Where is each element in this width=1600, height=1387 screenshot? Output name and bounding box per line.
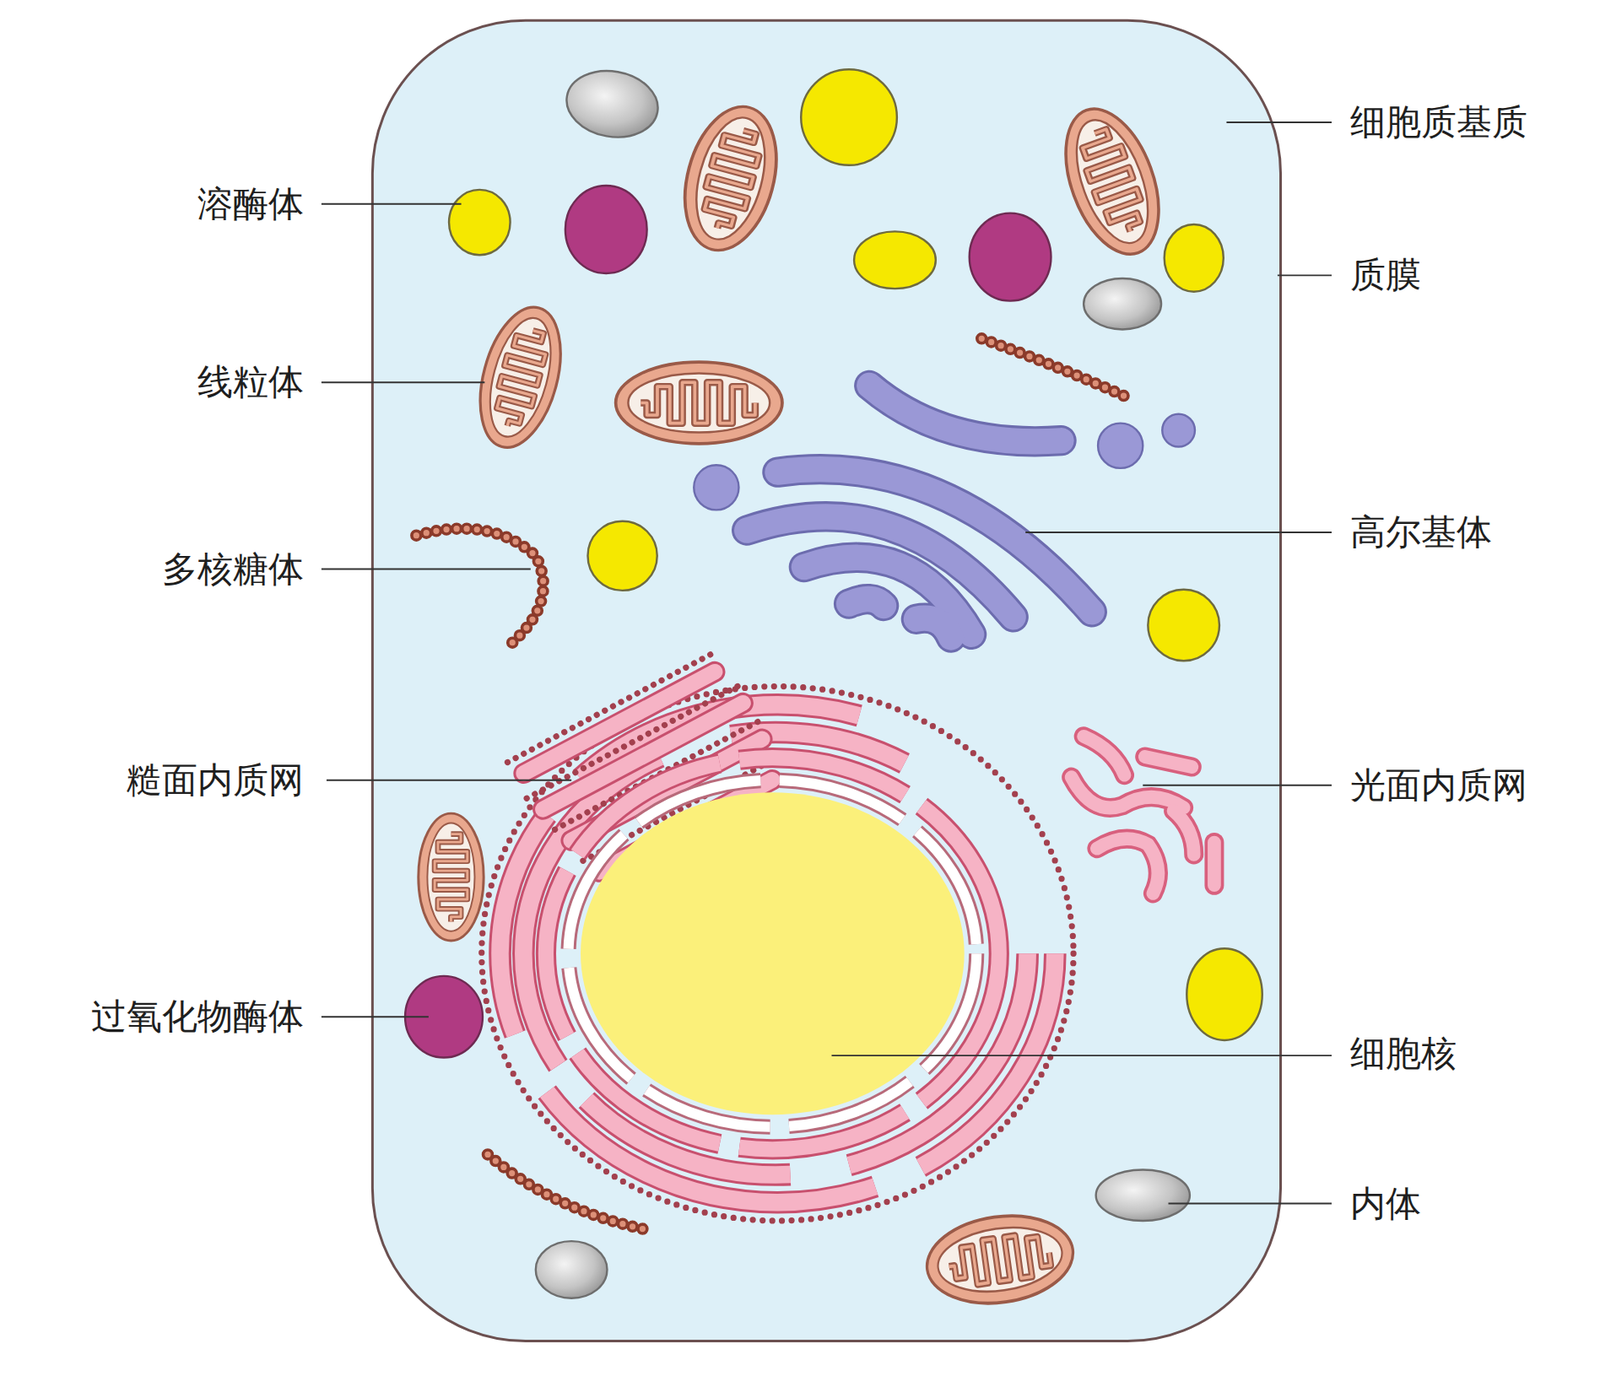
part-label: 光面内质网 xyxy=(1350,764,1528,807)
peroxisome xyxy=(405,185,1051,1059)
part-label: 高尔基体 xyxy=(1350,511,1492,554)
rough-er xyxy=(481,647,1074,1222)
part-label: 细胞质基质 xyxy=(1350,101,1528,144)
smooth-er xyxy=(1071,736,1215,894)
part-label: 线粒体 xyxy=(197,361,304,404)
plasma-membrane xyxy=(372,20,1281,1341)
polyribosome xyxy=(416,338,1133,1229)
part-label: 过氧化物酶体 xyxy=(91,995,304,1038)
part-label: 溶酶体 xyxy=(197,183,304,226)
part-label: 质膜 xyxy=(1350,254,1422,297)
part-label: 内体 xyxy=(1350,1183,1422,1226)
leader-lines xyxy=(321,122,1332,1204)
part-label: 多核糖体 xyxy=(162,548,304,591)
nucleus xyxy=(545,757,1000,1150)
part-label: 糙面内质网 xyxy=(126,759,304,802)
part-label: 细胞核 xyxy=(1350,1032,1457,1076)
lysosome xyxy=(448,69,1263,1041)
endosome xyxy=(535,64,1190,1299)
mitochondrion xyxy=(418,96,1177,1313)
